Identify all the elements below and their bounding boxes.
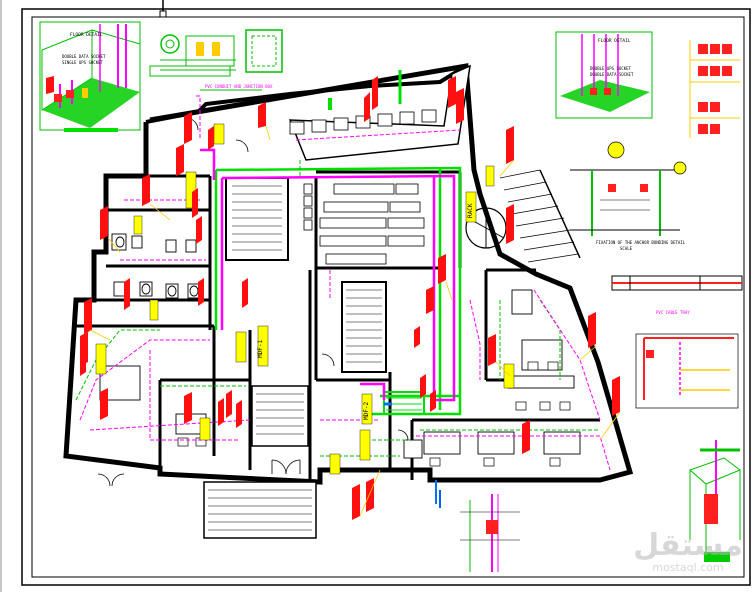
seating-rows-2	[303, 183, 313, 231]
door-swings	[97, 117, 409, 487]
red-tag-markers	[46, 76, 620, 520]
detail-top-center: PVC CONDUIT AND JUNCTION BOX	[149, 29, 283, 91]
detail-rack	[689, 440, 742, 562]
room-tag-1: MDF-1	[257, 340, 264, 358]
room-tags: MDF-1 MDF-2 RACK	[257, 203, 474, 420]
detail-cable-tray: PVC CABLE TRAY	[611, 275, 743, 315]
room-tag-2: MDF-2	[363, 402, 370, 420]
detail-top-right-note-1: DOUBLE UPS SOCKET	[590, 66, 632, 71]
left-panel-edge	[0, 0, 2, 592]
detail-tray-caption: PVC CABLE TRAY	[656, 310, 690, 315]
detail-top-left: FLOOR DETAIL DOUBLE DATA SOCKET SINGLE U…	[39, 21, 141, 132]
detail-mid-right-sub: SCALE	[620, 246, 633, 251]
detail-top-right: FLOOR DETAIL DOUBLE UPS SOCKET DOUBLE DA…	[555, 31, 740, 138]
detail-riser	[635, 333, 739, 409]
detail-top-left-title: FLOOR DETAIL	[70, 32, 103, 38]
inner-border	[31, 16, 745, 578]
detail-top-right-note-2: DOUBLE DATA SOCKET	[590, 72, 634, 77]
right-stair	[499, 169, 581, 263]
leader-lines	[89, 125, 621, 517]
room-tag-3: RACK	[467, 203, 474, 218]
detail-top-right-title: FLOOR DETAIL	[598, 38, 631, 44]
detail-mid-right-caption: FIXATION OF THE ANCHOR BONDING DETAIL	[596, 240, 686, 245]
detail-mid-right: FIXATION OF THE ANCHOR BONDING DETAIL SC…	[570, 141, 687, 251]
outer-border	[21, 8, 751, 586]
top-marker-box	[159, 10, 167, 18]
seating-rows	[319, 183, 425, 265]
lighting-labels	[95, 123, 515, 475]
workstations-top	[289, 109, 437, 135]
detail-top-left-note-1: DOUBLE DATA SOCKET	[62, 54, 106, 59]
socket-legend	[689, 40, 740, 138]
detail-bottom-riser	[439, 490, 520, 572]
detail-top-center-caption: PVC CONDUIT AND JUNCTION BOX	[205, 84, 273, 89]
detail-top-left-note-2: SINGLE UPS SOCKET	[62, 60, 104, 65]
